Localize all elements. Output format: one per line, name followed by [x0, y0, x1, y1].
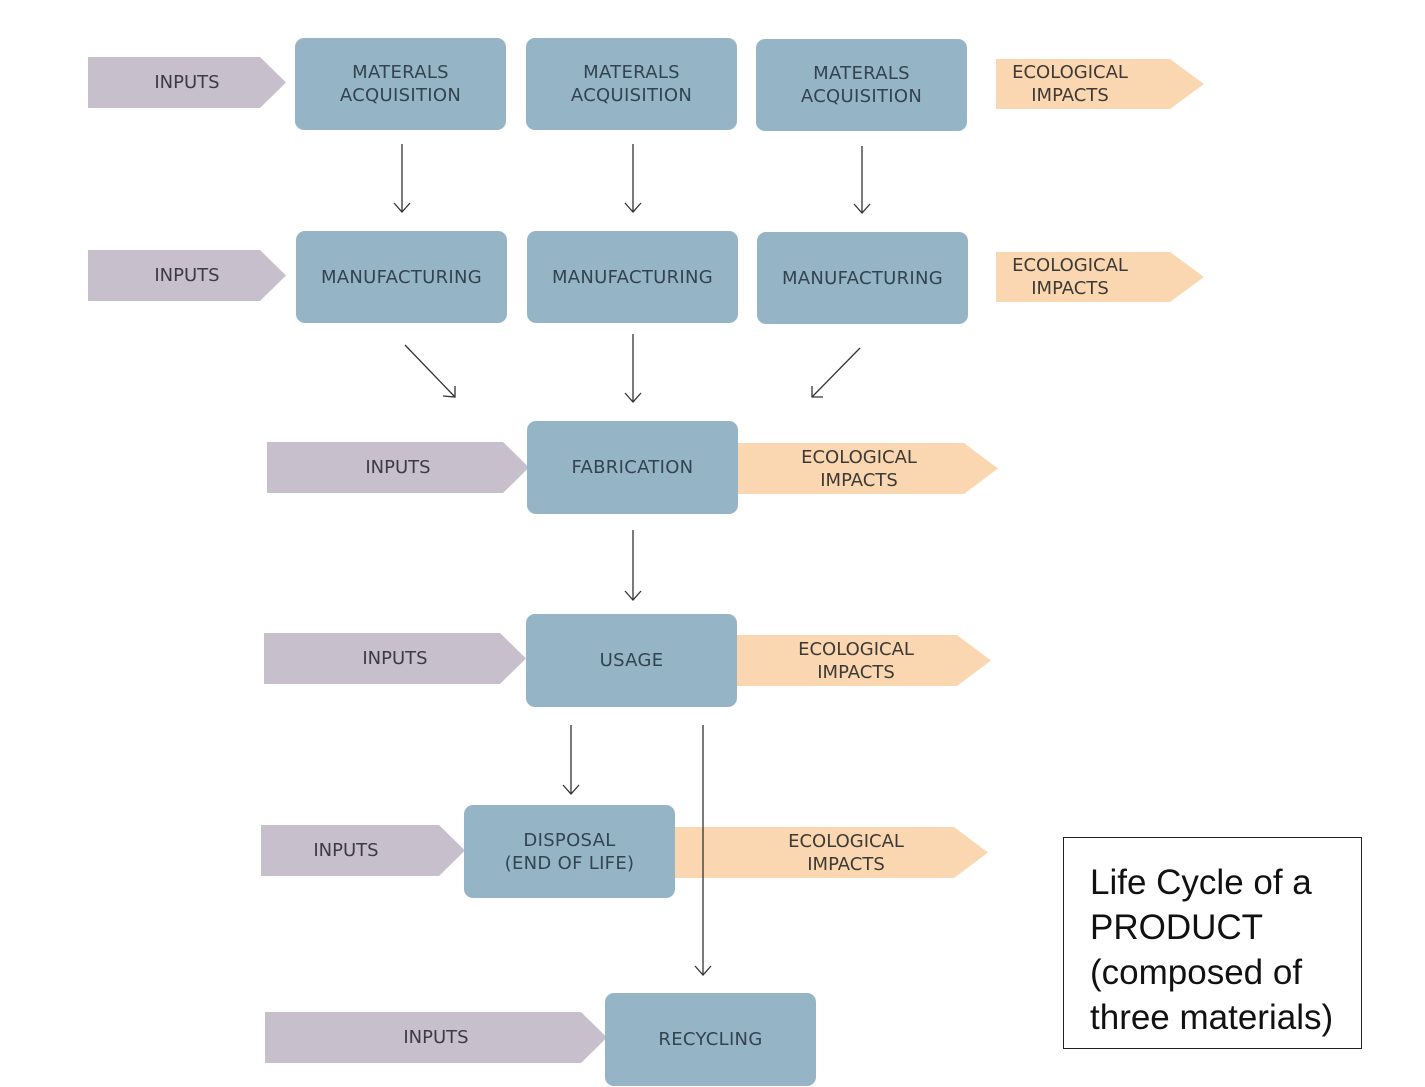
inputs-label: INPUTS [313, 840, 379, 861]
impacts-label: ECOLOGICAL IMPACTS [801, 446, 917, 491]
inputs-arrow-fabrication: INPUTS [267, 442, 529, 493]
arrow-manufacturing-to-fabrication-1 [404, 344, 456, 398]
stage-manufacturing-3: MANUFACTURING [757, 232, 968, 324]
inputs-label: INPUTS [154, 265, 220, 286]
impacts-label: ECOLOGICAL IMPACTS [1012, 62, 1128, 106]
ecological-impacts-arrow-materials: ECOLOGICAL IMPACTS [996, 59, 1204, 109]
inputs-arrow-usage: INPUTS [264, 633, 526, 684]
stage-materials-acquisition-3: MATERALS ACQUISITION [756, 39, 967, 131]
inputs-label: INPUTS [362, 648, 428, 669]
arrow-materials-to-manufacturing-1 [393, 144, 411, 213]
impacts-label: ECOLOGICAL IMPACTS [1012, 255, 1128, 299]
stage-materials-acquisition-1: MATERALS ACQUISITION [295, 38, 506, 130]
arrow-materials-to-manufacturing-3 [853, 146, 871, 214]
stage-label: USAGE [599, 650, 664, 671]
impacts-label: ECOLOGICAL IMPACTS [798, 638, 914, 683]
ecological-impacts-arrow-usage: ECOLOGICAL IMPACTS [725, 635, 991, 686]
inputs-label: INPUTS [403, 1027, 469, 1048]
diagram-caption: Life Cycle of a PRODUCT (composed of thr… [1063, 837, 1362, 1049]
ecological-impacts-arrow-fabrication: ECOLOGICAL IMPACTS [728, 443, 998, 494]
inputs-arrow-recycling: INPUTS [265, 1012, 607, 1063]
arrow-manufacturing-to-fabrication-3 [811, 347, 861, 398]
inputs-label: INPUTS [154, 72, 220, 93]
stage-label: MANUFACTURING [320, 266, 483, 288]
arrow-usage-to-disposal [562, 725, 580, 795]
arrow-manufacturing-to-fabrication-2 [624, 334, 642, 403]
inputs-arrow-manufacturing: INPUTS [88, 250, 286, 301]
stage-usage: USAGE [526, 614, 737, 707]
inputs-arrow-disposal: INPUTS [261, 825, 465, 876]
stage-label: MATERALS ACQUISITION [339, 62, 462, 106]
ecological-impacts-arrow-disposal: ECOLOGICAL IMPACTS [664, 827, 988, 878]
arrow-materials-to-manufacturing-2 [624, 144, 642, 213]
stage-manufacturing-1: MANUFACTURING [296, 231, 507, 323]
stage-manufacturing-2: MANUFACTURING [527, 231, 738, 323]
stage-label: DISPOSAL (END OF LIFE) [504, 829, 635, 874]
ecological-impacts-arrow-manufacturing: ECOLOGICAL IMPACTS [996, 252, 1204, 302]
stage-label: MATERALS ACQUISITION [570, 62, 693, 106]
stage-label: FABRICATION [571, 457, 694, 478]
inputs-arrow-materials: INPUTS [88, 57, 286, 108]
stage-materials-acquisition-2: MATERALS ACQUISITION [526, 38, 737, 130]
stage-label: RECYCLING [658, 1029, 763, 1050]
stage-recycling: RECYCLING [605, 993, 816, 1086]
stage-fabrication: FABRICATION [527, 421, 738, 514]
arrow-usage-to-recycling [694, 725, 712, 976]
inputs-label: INPUTS [365, 457, 431, 478]
stage-label: MANUFACTURING [551, 266, 714, 288]
stage-label: MANUFACTURING [781, 267, 944, 289]
stage-label: MATERALS ACQUISITION [800, 63, 923, 107]
stage-disposal: DISPOSAL (END OF LIFE) [464, 805, 675, 898]
impacts-label: ECOLOGICAL IMPACTS [788, 830, 904, 875]
arrow-fabrication-to-usage [624, 530, 642, 601]
